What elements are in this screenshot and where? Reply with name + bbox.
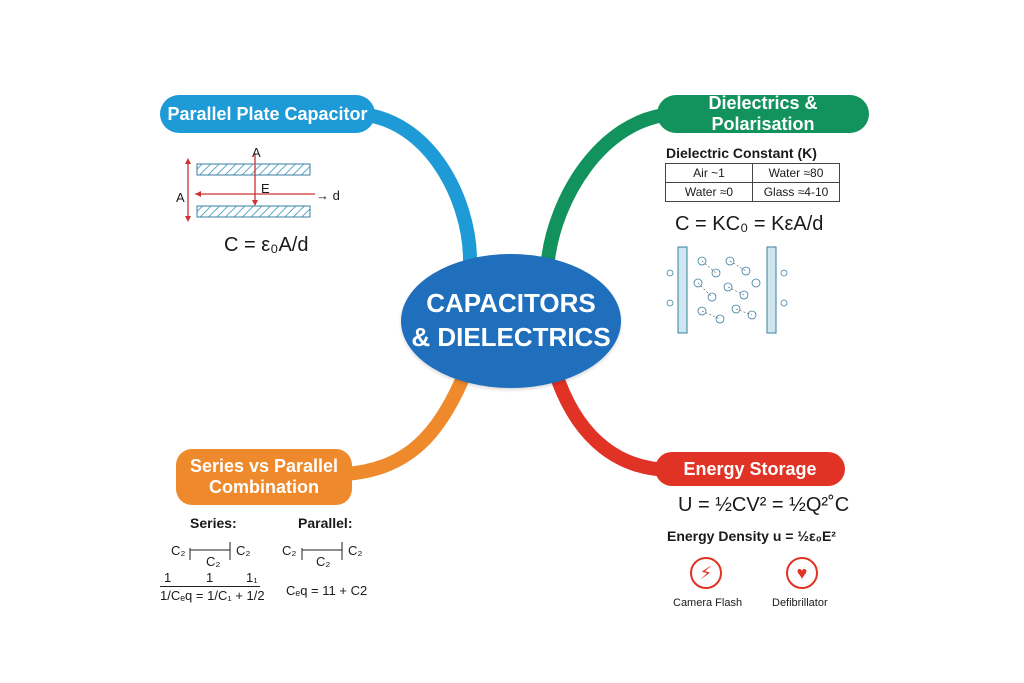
label-a-left: A: [176, 190, 185, 205]
parallel-circuit-symbol: [301, 542, 343, 560]
dielectric-constant-title: Dielectric Constant (K): [666, 145, 817, 161]
table-cell: Water ≈0: [665, 182, 753, 202]
energy-formula: U = ½CV² = ½Q²˚C: [678, 494, 850, 516]
branch-parallel: [353, 107, 477, 267]
series-label: Series:: [190, 515, 237, 531]
defibrillator-label: Defibrillator: [772, 597, 828, 609]
label-d: → d: [316, 188, 340, 203]
branch-dielectrics: [541, 107, 679, 267]
series-c-left: C₂: [171, 543, 186, 558]
parallel-c-bottom: C₂: [316, 554, 331, 569]
dielectric-constant-table: Air ~1 Water ≈80 Water ≈0 Glass ≈4-10: [665, 163, 840, 202]
branch-series: [338, 373, 469, 481]
parallel-formula: Cₑq = 11 + C2: [286, 583, 368, 598]
parallel-label: Parallel:: [298, 515, 353, 531]
central-topic: CAPACITORS & DIELECTRICS: [401, 254, 621, 388]
top-plate: [196, 163, 311, 176]
energy-density-formula: Energy Density u = ½ε₀E²: [667, 528, 836, 544]
series-one-2: 1: [206, 570, 214, 585]
parallel-c-left: C₂: [282, 543, 297, 558]
series-parallel-title: Series vs Parallel Combination: [176, 449, 352, 505]
parallel-plate-formula: C = ε₀A/d: [224, 234, 309, 256]
bottom-plate: [196, 205, 311, 218]
label-a-top: A: [252, 145, 261, 160]
lightning-icon: ⚡: [690, 557, 722, 589]
series-one-1: 1: [164, 570, 172, 585]
series-c-bottom: C₂: [206, 554, 221, 569]
parallel-c-right: C₂: [348, 543, 363, 558]
camera-flash-label: Camera Flash: [673, 597, 743, 609]
table-cell: Water ≈80: [752, 163, 840, 183]
energy-storage-title: Energy Storage: [655, 452, 845, 486]
table-row: Air ~1 Water ≈80: [665, 163, 840, 183]
series-c-right: C₂: [236, 543, 251, 558]
series-parallel-title-line1: Series vs Parallel: [189, 456, 339, 477]
series-one-3: 1₁: [246, 570, 258, 585]
heart-pulse-icon: ♥: [786, 557, 818, 589]
parallel-plate-title: Parallel Plate Capacitor: [160, 95, 375, 133]
series-formula: 1/Cₑq = 1/C₁ + 1/2: [160, 588, 265, 603]
parallel-plate-diagram: [185, 154, 315, 222]
label-e-field: E: [261, 181, 270, 196]
central-topic-line1: CAPACITORS: [426, 288, 596, 319]
series-circuit-symbol: [189, 542, 231, 560]
fraction-bar: [160, 586, 260, 587]
table-row: Water ≈0 Glass ≈4-10: [665, 182, 840, 202]
dielectric-formula: C = KC₀ = KεA/d: [675, 213, 824, 235]
table-cell: Glass ≈4-10: [752, 182, 840, 202]
branch-energy: [551, 373, 679, 477]
central-topic-line2: & DIELECTRICS: [411, 322, 611, 352]
series-parallel-title-line2: Combination: [209, 477, 319, 497]
table-cell: Air ~1: [665, 163, 753, 183]
polarisation-diagram: [666, 246, 788, 334]
dielectrics-title: Dielectrics & Polarisation: [657, 93, 869, 134]
